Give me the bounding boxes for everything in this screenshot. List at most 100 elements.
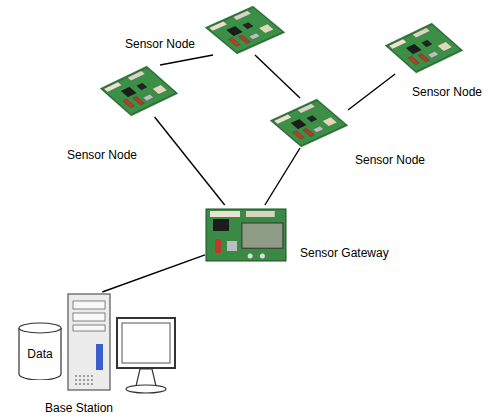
node-label: Sensor Node — [355, 153, 425, 167]
pcb-component — [293, 131, 305, 139]
board-art — [100, 65, 178, 117]
connection-line — [255, 55, 300, 98]
vent-dot — [75, 379, 77, 381]
database-cylinder — [19, 328, 61, 380]
pcb-component — [133, 96, 145, 105]
pcb-connector — [152, 85, 167, 95]
vent-dot — [83, 379, 85, 381]
vent-dot — [91, 375, 93, 377]
monitor-stand — [136, 369, 156, 386]
pcb-component — [428, 51, 439, 58]
drive-bay — [73, 325, 105, 331]
pcb-component — [228, 38, 240, 46]
node-label: Sensor Node — [125, 37, 195, 51]
pcb-surface — [102, 68, 176, 115]
connection-line — [155, 117, 225, 205]
pcb-chip — [406, 44, 421, 54]
vent-dot — [87, 383, 89, 385]
pcb-connector — [209, 21, 227, 31]
vent-dot — [91, 383, 93, 385]
sensor-node: Sensor Node — [100, 65, 178, 117]
vent-dot — [91, 379, 93, 381]
vent-dot — [83, 383, 85, 385]
node-label: Base Station — [45, 401, 113, 415]
pcb-connector — [210, 211, 240, 217]
pcb-button — [260, 254, 265, 259]
pcb-surface — [272, 101, 346, 146]
drive-bay — [73, 313, 105, 321]
pcb-component — [408, 56, 420, 65]
pcb-board — [270, 99, 348, 147]
connection-line — [102, 255, 205, 292]
base-station-node: Base Station — [62, 292, 177, 396]
node-label: Sensor Node — [67, 148, 137, 162]
computer-art — [62, 292, 177, 396]
gateway-node: Sensor Gateway — [205, 205, 287, 265]
vent-dot — [79, 375, 81, 377]
pcb-board — [385, 23, 463, 73]
pcb-connector — [127, 71, 145, 81]
pcb-chip — [213, 219, 229, 231]
sensor-node: Sensor Node — [270, 98, 348, 148]
board-art — [385, 22, 463, 74]
pcb-connector — [233, 11, 251, 21]
pcb-component — [239, 35, 251, 43]
node-label: Data — [27, 347, 52, 361]
database-top — [19, 323, 61, 333]
node-label: Sensor Node — [412, 85, 482, 99]
pcb-chip — [121, 87, 136, 97]
vent-dot — [83, 375, 85, 377]
pcb-component — [227, 241, 237, 251]
pcb-chip — [137, 83, 147, 90]
gateway-art — [205, 205, 287, 265]
pcb-connector — [437, 42, 452, 52]
pcb-button — [248, 254, 253, 259]
monitor-screen — [122, 323, 170, 363]
pcb-connector — [389, 39, 407, 49]
pcb-component — [313, 126, 324, 133]
sensor-node: Sensor Node — [205, 5, 285, 55]
node-label: Sensor Gateway — [300, 246, 389, 260]
vent-dot — [87, 375, 89, 377]
pcb-chip — [291, 119, 306, 129]
pcb-connector — [274, 114, 292, 124]
pcb-board — [100, 66, 178, 116]
pcb-connector — [297, 104, 315, 114]
lcd-screen — [242, 223, 283, 248]
pcb-component — [418, 53, 430, 62]
pcb-chip — [422, 40, 432, 47]
monitor-base — [126, 385, 166, 393]
pc-tower — [68, 294, 110, 390]
board-art — [205, 5, 285, 55]
pcb-connector — [104, 82, 122, 92]
vent-dot — [79, 383, 81, 385]
vent-dot — [79, 379, 81, 381]
pcb-chip — [243, 22, 254, 29]
vent-dot — [75, 375, 77, 377]
pcb-surface — [387, 25, 461, 72]
pcb-connector — [322, 117, 337, 126]
pcb-component — [215, 239, 221, 253]
pcb-component — [303, 128, 315, 136]
pcb-component — [249, 33, 260, 40]
pcb-board — [206, 209, 286, 261]
pcb-connector — [412, 28, 430, 38]
tower-stripe — [96, 344, 103, 370]
vent-dot — [75, 383, 77, 385]
pcb-component — [123, 99, 135, 108]
sensor-node: Sensor Node — [385, 22, 463, 74]
monitor-bezel — [117, 318, 175, 368]
pcb-chip — [227, 26, 243, 36]
pcb-board — [205, 6, 285, 54]
connection-line — [348, 74, 395, 110]
drive-bay — [73, 301, 105, 309]
connection-line — [265, 148, 300, 205]
pcb-surface — [207, 8, 283, 53]
database-node: Data — [18, 322, 62, 380]
vent-dot — [87, 379, 89, 381]
pcb-component — [143, 94, 154, 101]
pcb-connector — [246, 211, 275, 217]
connection-line — [160, 55, 213, 65]
pcb-chip — [307, 115, 317, 122]
